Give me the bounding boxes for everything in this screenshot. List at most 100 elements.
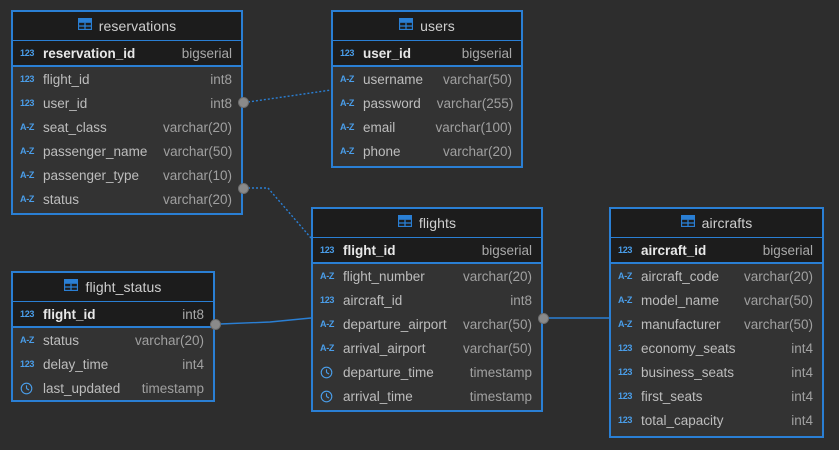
column-name: flight_id [343, 242, 396, 258]
column-name: departure_airport [343, 316, 447, 332]
column-type: varchar(20) [162, 191, 232, 207]
relationship-line-reservations-flights[interactable] [248, 187, 312, 239]
numeric-type-icon: 123 [20, 74, 35, 84]
column-type: varchar(20) [442, 143, 512, 159]
pk-section-users: 123 user_id bigserial [333, 41, 521, 67]
relationship-line-reservations-users[interactable] [247, 89, 332, 103]
table-title: flight_status [85, 279, 162, 295]
table-header-reservations[interactable]: reservations [13, 12, 241, 41]
column-name: aircraft_code [641, 269, 720, 284]
column-name: arrival_airport [343, 340, 426, 356]
table-grid-icon [680, 214, 695, 232]
column-name: status [43, 333, 80, 348]
column-type: bigserial [481, 242, 532, 258]
table-header-flight_status[interactable]: flight_status [13, 273, 213, 302]
text-type-icon: A-Z [618, 294, 633, 305]
table-grid-icon [398, 17, 414, 35]
column-type: int4 [791, 364, 813, 380]
table-header-aircrafts[interactable]: aircrafts [611, 209, 822, 238]
column-name: first_seats [641, 388, 703, 404]
column-name: passenger_name [43, 143, 148, 159]
column-name: flight_number [343, 269, 425, 284]
column-name: user_id [363, 45, 412, 61]
numeric-type-icon: 123 [618, 366, 633, 377]
column-type: timestamp [141, 380, 204, 396]
clock-icon [320, 366, 337, 379]
table-header-users[interactable]: users [333, 12, 521, 41]
column-type: varchar(20) [134, 333, 204, 348]
relationship-port-reservations-flights[interactable] [238, 183, 249, 194]
text-type-icon: A-Z [618, 271, 633, 281]
relationship-line-flight_status-flights[interactable] [219, 317, 312, 325]
numeric-type-icon: 123 [320, 294, 335, 305]
column-type: varchar(255) [436, 95, 514, 111]
column-type: int8 [210, 95, 232, 111]
column-name: economy_seats [641, 340, 736, 356]
numeric-type-icon: 123 [320, 244, 335, 255]
numeric-type-icon: 123 [20, 97, 35, 108]
column-name: aircraft_id [343, 292, 403, 308]
primary-key-row-flights-flight_id[interactable]: 123 flight_id bigserial [313, 238, 541, 262]
column-type: varchar(50) [442, 72, 512, 87]
text-type-icon: A-Z [618, 318, 633, 329]
column-type: varchar(20) [162, 119, 232, 135]
column-type: varchar(50) [743, 292, 813, 308]
relationship-port-flights-aircrafts[interactable] [538, 313, 549, 324]
column-type: int8 [210, 72, 232, 87]
numeric-type-icon: 123 [340, 47, 355, 58]
relationship-port-reservations-users[interactable] [238, 97, 249, 108]
relationship-port-flight_status-flights[interactable] [210, 319, 221, 330]
column-name: status [43, 191, 80, 207]
table-header-flights[interactable]: flights [313, 209, 541, 238]
column-type: varchar(50) [462, 340, 532, 356]
text-type-icon: A-Z [20, 145, 35, 156]
table-grid-icon [397, 214, 413, 232]
primary-key-row-users-user_id[interactable]: 123 user_id bigserial [333, 41, 521, 65]
text-type-icon: A-Z [340, 121, 355, 132]
numeric-type-icon: 123 [618, 390, 633, 401]
column-name: total_capacity [641, 412, 724, 428]
column-type: bigserial [461, 45, 512, 61]
